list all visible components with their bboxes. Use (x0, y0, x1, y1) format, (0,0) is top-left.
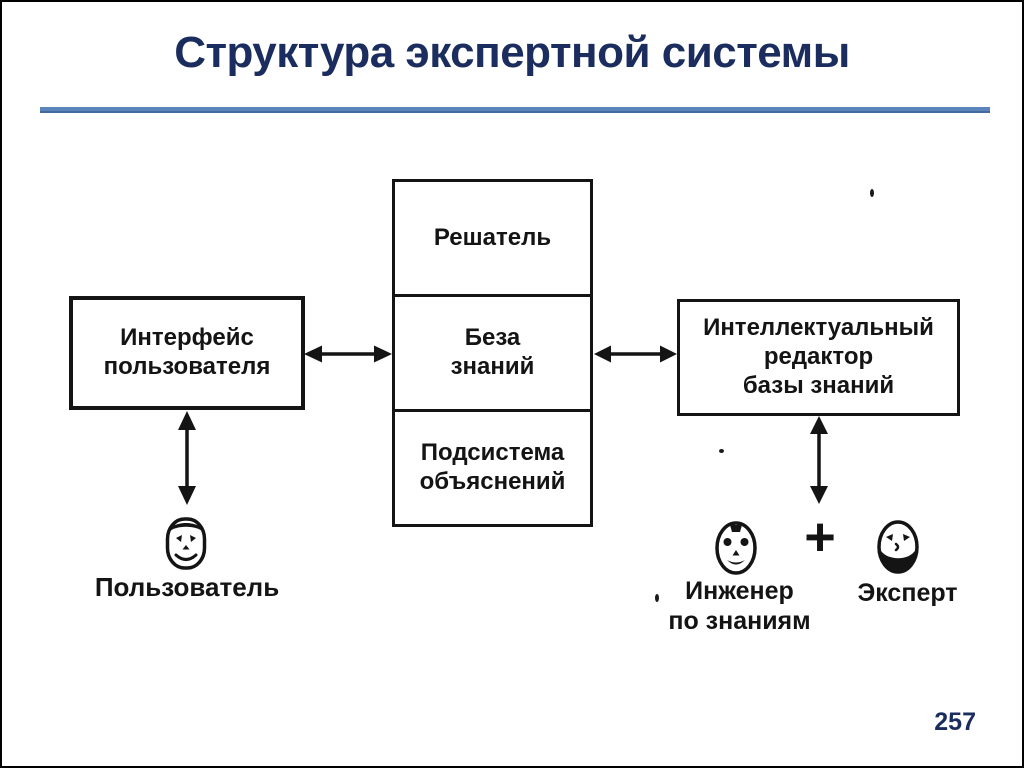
expert-label: Эксперт (857, 579, 958, 607)
box-knowledge-base: Беза знаний (392, 294, 593, 412)
box-user-interface: Интерфейс пользователя (69, 296, 305, 410)
box-explanation-subsystem-label: Подсистема объяснений (419, 439, 566, 495)
box-knowledge-base-label: Беза знаний (450, 324, 535, 380)
title-underline-rule (40, 107, 990, 113)
box-user-interface-label: Интерфейс пользователя (103, 324, 271, 380)
scan-speck (719, 449, 724, 453)
knowledge-engineer-label: Инженер по знаниям (668, 577, 811, 635)
knowledge-engineer-face-icon (714, 517, 758, 582)
box-solver: Решатель (392, 179, 593, 297)
box-knowledge-base-editor-label: Интеллектуальный редактор базы знаний (703, 314, 934, 399)
user-label: Пользователь (94, 572, 280, 602)
box-explanation-subsystem: Подсистема объяснений (392, 409, 593, 527)
box-solver-label: Решатель (433, 223, 552, 251)
double-arrow-ui-to-kb-icon (304, 342, 392, 366)
page-number: 257 (934, 708, 976, 736)
plus-sign: + (804, 507, 836, 567)
box-knowledge-base-editor: Интеллектуальный редактор базы знаний (677, 299, 960, 416)
expert-face-icon (876, 517, 920, 582)
page-title: Структура экспертной системы (174, 28, 850, 77)
user-face-icon (164, 512, 208, 577)
scan-speck (655, 594, 659, 602)
double-arrow-ui-to-user-icon (174, 411, 200, 505)
center-box-column: Решатель Беза знаний Подсистема объяснен… (392, 179, 593, 527)
double-arrow-editor-to-engineer-icon (806, 416, 832, 504)
double-arrow-kb-to-editor-icon (594, 342, 677, 366)
scan-speck (870, 189, 874, 197)
